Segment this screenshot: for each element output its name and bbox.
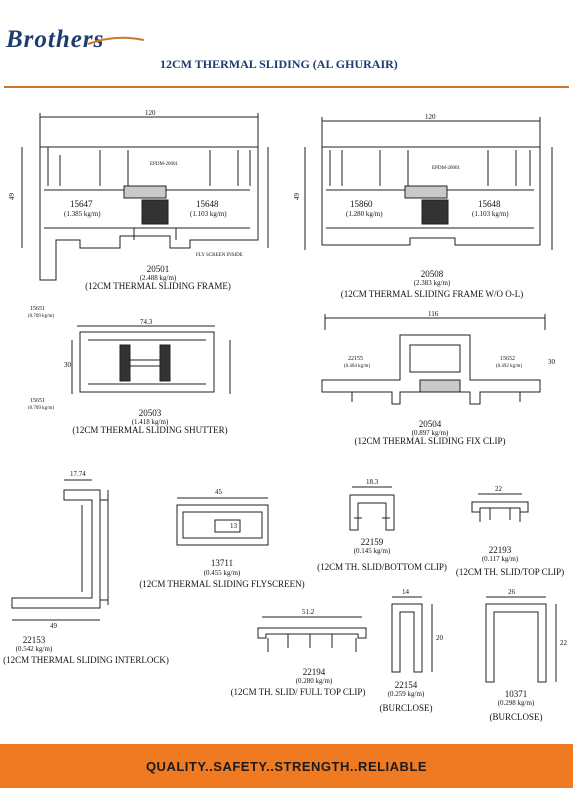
caption-20501-name: (12CM THERMAL SLIDING FRAME) [85, 281, 231, 291]
shutter-bot-code: 15651 [30, 398, 45, 404]
dim-30-shutter: 30 [64, 361, 72, 369]
frame2-left-code: 15860 [350, 199, 373, 209]
dim-74-shutter: 74.3 [140, 318, 153, 326]
caption-22194-code: 22194 [303, 667, 326, 677]
logo-swoosh [87, 36, 145, 45]
dim-13-flyscreen: 13 [230, 522, 238, 530]
fix-right-code: 15652 [500, 356, 515, 362]
profile-22194-drawing [257, 616, 367, 652]
dim-49-frame: 49 [8, 193, 16, 201]
frame-right-code: 15648 [196, 199, 219, 209]
caption-20504-code: 20504 [419, 419, 442, 429]
profile-20503-drawing [71, 325, 231, 394]
caption-22153-code: 22153 [23, 635, 46, 645]
dim-14-burclose: 14 [402, 588, 410, 596]
footer-banner: QUALITY..SAFETY..STRENGTH..RELIABLE [0, 744, 573, 788]
shutter-bot-weight: (0.709 kg/m) [28, 406, 54, 411]
profile-13711-drawing [176, 497, 269, 546]
caption-22153-name: (12CM THERMAL SLIDING INTERLOCK) [3, 655, 169, 665]
epdm-label-1: EPDM-20001 [150, 162, 179, 167]
caption-13711-name: (12CM THERMAL SLIDING FLYSCREEN) [139, 579, 304, 589]
profile-20501-drawing [21, 113, 269, 281]
fix-left-weight: (0.404 kg/m) [344, 364, 370, 369]
dim-26-burclose2: 26 [508, 588, 516, 596]
profile-20508-drawing [304, 117, 553, 250]
caption-20508-code: 20508 [421, 269, 444, 279]
frame2-right-code: 15648 [478, 199, 501, 209]
brand-logo: Brothers [6, 26, 105, 53]
profile-22153-drawing [11, 479, 109, 621]
page-title: 12CM THERMAL SLIDING (AL GHURAIR) [160, 57, 398, 71]
caption-20503-name: (12CM THERMAL SLIDING SHUTTER) [72, 425, 227, 435]
caption-20503-code: 20503 [139, 408, 162, 418]
fix-left-code: 22155 [348, 356, 363, 362]
caption-20501-weight: (2.488 kg/m) [140, 274, 177, 282]
header-divider [4, 86, 569, 88]
dim-49-frame2: 49 [293, 193, 301, 201]
frame2-right-weight: (1.103 kg/m) [472, 210, 509, 218]
caption-10371-name: (BURCLOSE) [489, 712, 542, 722]
caption-22193-code: 22193 [489, 545, 512, 555]
caption-20503-weight: (1.418 kg/m) [132, 418, 169, 426]
frame2-left-weight: (1.280 kg/m) [346, 210, 383, 218]
caption-22153-weight: (0.542 kg/m) [16, 645, 53, 653]
frame-left-code: 15647 [70, 199, 93, 209]
caption-22154-code: 22154 [395, 680, 418, 690]
profile-20504-drawing [321, 314, 546, 405]
footer-tagline: QUALITY..SAFETY..STRENGTH..RELIABLE [145, 758, 428, 774]
flyscreen-note: FLY SCREEN INSIDE [196, 253, 243, 258]
caption-22159-name: (12CM TH. SLID/BOTTOM CLIP) [317, 562, 447, 572]
profile-22193-drawing [471, 493, 529, 522]
shutter-top-weight: (0.709 kg/m) [28, 314, 54, 319]
caption-22193-weight: (0.117 kg/m) [482, 555, 519, 563]
caption-22154-weight: (0.259 kg/m) [388, 690, 425, 698]
dim-22-topclip: 22 [495, 485, 503, 493]
caption-13711-weight: (0.455 kg/m) [204, 569, 241, 577]
caption-20508-name: (12CM THERMAL SLIDING FRAME W/O O-L) [341, 289, 524, 299]
dim-20-burclose: 20 [436, 634, 444, 642]
caption-20508-weight: (2.383 kg/m) [414, 279, 451, 287]
caption-10371-code: 10371 [505, 689, 528, 699]
caption-10371-weight: (0.298 kg/m) [498, 699, 535, 707]
caption-22154-name: (BURCLOSE) [379, 703, 432, 713]
dim-116-fix: 116 [428, 310, 439, 318]
fix-right-weight: (0.492 kg/m) [496, 364, 522, 369]
dim-17-interlock: 17.74 [70, 470, 86, 478]
epdm-label-2: EPDM-20001 [432, 166, 461, 171]
frame-left-weight: (1.385 kg/m) [64, 210, 101, 218]
caption-22194-name: (12CM TH. SLID/ FULL TOP CLIP) [231, 687, 366, 697]
profile-22154-drawing [391, 596, 433, 673]
dim-30-fix: 30 [548, 358, 556, 366]
caption-13711-code: 13711 [211, 558, 233, 568]
dim-120-frame2: 120 [425, 113, 436, 121]
shutter-top-code: 15651 [30, 306, 45, 312]
caption-22194-weight: (0.280 kg/m) [296, 677, 333, 685]
dim-120-frame: 120 [145, 109, 156, 117]
caption-22193-name: (12CM TH. SLID/TOP CLIP) [456, 567, 564, 577]
dim-18-bottomclip: 18.3 [366, 478, 379, 486]
dim-49-interlock: 49 [50, 622, 58, 630]
profile-22159-drawing [349, 486, 395, 531]
caption-22159-weight: (0.145 kg/m) [354, 547, 391, 555]
caption-20504-weight: (0.897 kg/m) [412, 429, 449, 437]
caption-20501-code: 20501 [147, 264, 170, 274]
caption-20504-name: (12CM THERMAL SLIDING FIX CLIP) [354, 436, 505, 446]
dim-45-flyscreen: 45 [215, 488, 223, 496]
dim-22-burclose2: 22 [560, 639, 568, 647]
caption-22159-code: 22159 [361, 537, 384, 547]
profile-10371-drawing [485, 596, 557, 683]
frame-right-weight: (1.103 kg/m) [190, 210, 227, 218]
dim-51-fulltopclip: 51.2 [302, 608, 315, 616]
